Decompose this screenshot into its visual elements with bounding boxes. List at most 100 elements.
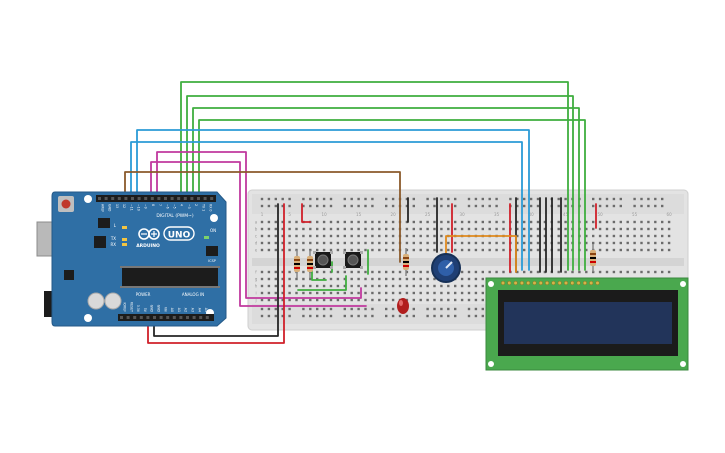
- terminal-hole: [309, 234, 312, 238]
- rail-hole: [447, 314, 450, 318]
- rail-hole: [640, 197, 643, 201]
- digital-pin-label: 7: [158, 204, 162, 206]
- terminal-hole: [592, 241, 595, 245]
- terminal-hole: [605, 220, 609, 224]
- terminal-hole: [336, 284, 340, 288]
- row-letter: i: [255, 291, 256, 296]
- power-pin: [146, 316, 150, 319]
- rail-hole: [302, 314, 305, 318]
- wire-magenta-2: [150, 161, 367, 307]
- rail-hole: [619, 197, 622, 201]
- jumper-red-1: [301, 203, 311, 223]
- terminal-hole: [378, 234, 381, 238]
- terminal-hole: [329, 227, 333, 231]
- digital-pin: [157, 197, 161, 200]
- terminal-hole: [633, 234, 636, 238]
- power-pin-label: A3: [191, 308, 195, 312]
- rail-hole: [488, 204, 491, 208]
- rail-hole: [309, 197, 312, 201]
- col-number: 30: [460, 212, 466, 217]
- terminal-hole: [412, 220, 415, 224]
- terminal-hole: [667, 234, 671, 238]
- terminal-hole: [543, 227, 547, 231]
- pushbutton-1[interactable]: [313, 251, 333, 269]
- terminal-hole: [288, 248, 291, 252]
- terminal-hole: [564, 241, 567, 245]
- digital-pin-label: 2: [194, 204, 198, 206]
- terminal-hole: [274, 241, 277, 245]
- terminal-hole: [378, 291, 381, 295]
- terminal-hole: [419, 291, 422, 295]
- rail-hole: [633, 197, 636, 201]
- terminal-hole: [516, 241, 519, 245]
- terminal-hole: [523, 220, 526, 224]
- terminal-hole: [378, 241, 381, 245]
- col-number: 45: [563, 212, 569, 217]
- terminal-hole: [447, 248, 450, 252]
- wire-green-1: [180, 81, 569, 271]
- rail-hole: [454, 314, 457, 318]
- terminal-hole: [343, 248, 346, 252]
- terminal-hole: [267, 270, 271, 274]
- pushbutton-2[interactable]: [343, 251, 363, 269]
- terminal-hole: [385, 270, 388, 274]
- lcd-pin: [513, 280, 518, 286]
- terminal-hole: [460, 241, 464, 245]
- terminal-hole: [288, 220, 291, 224]
- led-tx: [122, 238, 127, 241]
- terminal-hole: [474, 227, 478, 231]
- terminal-hole: [619, 220, 622, 224]
- terminal-hole: [612, 270, 616, 274]
- digital-label: DIGITAL (PWM~): [156, 213, 194, 219]
- row-letter: j: [254, 298, 256, 303]
- rail-hole: [274, 314, 277, 318]
- rail-hole: [357, 307, 360, 311]
- terminal-hole: [557, 248, 560, 252]
- terminal-hole: [419, 277, 422, 281]
- terminal-hole: [433, 291, 436, 295]
- terminal-hole: [612, 241, 616, 245]
- potentiometer[interactable]: [431, 253, 461, 283]
- terminal-hole: [274, 298, 277, 302]
- terminal-hole: [302, 291, 305, 295]
- row-letter: a: [255, 220, 258, 225]
- regulator: [64, 270, 74, 280]
- rail-hole: [598, 204, 602, 208]
- terminal-hole: [488, 270, 491, 274]
- terminal-hole: [391, 298, 395, 302]
- terminal-hole: [516, 220, 519, 224]
- terminal-hole: [302, 270, 305, 274]
- terminal-hole: [385, 234, 388, 238]
- terminal-hole: [260, 291, 264, 295]
- terminal-hole: [378, 220, 381, 224]
- rail-hole: [260, 204, 264, 208]
- terminal-hole: [316, 298, 319, 302]
- power-pin-label: 3.3V: [136, 305, 140, 313]
- reset-button-cap[interactable]: [61, 199, 71, 209]
- terminal-hole: [667, 241, 671, 245]
- lcd-screen: [504, 302, 672, 344]
- terminal-hole: [412, 248, 415, 252]
- rail-hole: [412, 314, 415, 318]
- terminal-hole: [460, 270, 464, 274]
- terminal-hole: [350, 248, 353, 252]
- terminal-hole: [364, 270, 367, 274]
- wires: [124, 81, 597, 344]
- lcd-pin: [570, 280, 575, 286]
- terminal-hole: [309, 291, 312, 295]
- terminal-hole: [357, 270, 360, 274]
- terminal-hole: [557, 234, 560, 238]
- terminal-hole: [343, 284, 346, 288]
- rail-hole: [536, 204, 540, 208]
- jumper-green-1: [297, 275, 347, 291]
- terminal-hole: [598, 234, 602, 238]
- terminal-hole: [378, 227, 381, 231]
- terminal-hole: [329, 284, 333, 288]
- terminal-hole: [460, 220, 464, 224]
- col-number: 50: [598, 212, 604, 217]
- power-pin: [126, 316, 130, 319]
- terminal-hole: [357, 248, 360, 252]
- terminal-hole: [419, 248, 422, 252]
- rail-hole: [474, 204, 478, 208]
